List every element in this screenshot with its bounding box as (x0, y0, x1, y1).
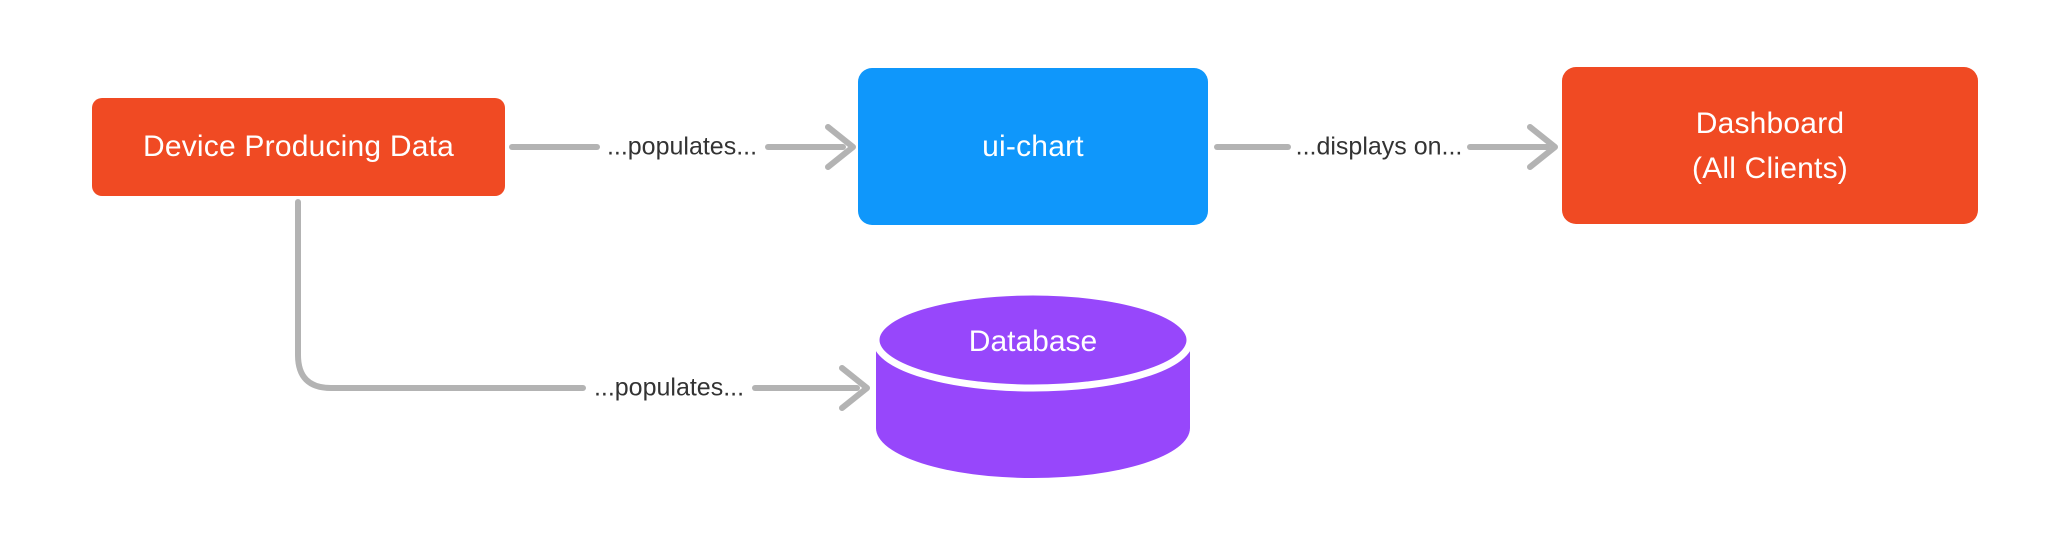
node-ui-chart-label: ui-chart (982, 129, 1084, 163)
database-cylinder (872, 288, 1194, 478)
edge-label-displays-on: ...displays on... (1295, 132, 1463, 161)
arrowhead-right-icon (839, 365, 870, 411)
edge-ui-chart-to-dashboard (1214, 124, 1558, 170)
node-ui-chart: ui-chart (858, 68, 1208, 225)
edge-device-to-database (295, 199, 870, 411)
connector-group (295, 124, 1558, 411)
arrowhead-right-icon (825, 124, 856, 170)
arrowhead-right-icon (1527, 124, 1558, 170)
node-dashboard-label-line1: Dashboard (1695, 106, 1845, 140)
edge-label-populates-top: ...populates... (606, 132, 758, 161)
node-dashboard: Dashboard (All Clients) (1562, 67, 1978, 224)
node-database-label: Database (968, 325, 1098, 358)
node-device-label: Device Producing Data (142, 130, 455, 163)
node-dashboard-label-line2: (All Clients) (1692, 151, 1848, 185)
edge-curved-segment (295, 199, 586, 391)
edge-label-populates-bottom: ...populates... (593, 373, 745, 402)
edge-device-to-ui-chart (509, 124, 856, 170)
cylinder-top (872, 288, 1194, 392)
node-device-producing-data: Device Producing Data (92, 98, 505, 196)
